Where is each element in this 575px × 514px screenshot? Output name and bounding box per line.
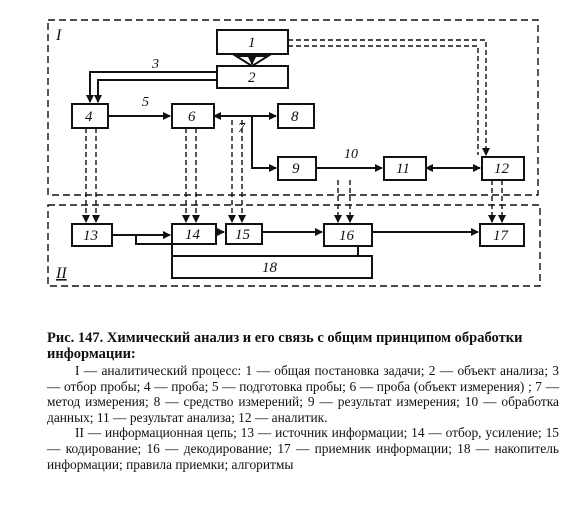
caption-part-2: II — информационная цепь; 13 — источник … xyxy=(47,425,559,472)
box-label-6: 6 xyxy=(188,109,196,125)
arrow-label-7: 7 xyxy=(238,121,246,136)
arrow-label-10: 10 xyxy=(344,147,358,162)
box-6 xyxy=(171,103,215,129)
box-label-9: 9 xyxy=(292,161,300,177)
box-label-16: 16 xyxy=(339,228,355,244)
box-label-11: 11 xyxy=(396,161,410,177)
dash-1-to-12a xyxy=(288,39,490,156)
group-label-lower: II xyxy=(55,265,67,282)
information-flow-diagram: I II 1 2 4 6 8 9 11 12 13 14 15 xyxy=(47,19,541,287)
box-1 xyxy=(216,29,289,55)
arrow-2-to-4-inner xyxy=(94,79,218,103)
box-15 xyxy=(225,223,263,245)
frame-lower xyxy=(47,204,541,287)
box-11 xyxy=(383,156,427,181)
box-label-8: 8 xyxy=(291,109,299,125)
figure-caption: Рис. 147. Химический анализ и его связь … xyxy=(47,330,559,472)
box-13 xyxy=(71,223,113,247)
box-label-18: 18 xyxy=(262,260,278,276)
box-4 xyxy=(71,103,109,129)
box-18 xyxy=(171,255,373,279)
box-label-13: 13 xyxy=(83,228,98,244)
box-label-12: 12 xyxy=(494,161,510,177)
box-label-17: 17 xyxy=(493,228,510,244)
arrow-label-5: 5 xyxy=(142,95,149,110)
box-label-15: 15 xyxy=(235,227,251,243)
box-label-2: 2 xyxy=(248,70,256,86)
box-9 xyxy=(277,156,317,181)
arrow-label-3: 3 xyxy=(151,57,159,72)
box-label-14: 14 xyxy=(185,227,201,243)
box-17 xyxy=(479,223,525,247)
frame-upper xyxy=(47,19,539,196)
box-14 xyxy=(171,223,217,245)
arrow-1-to-2-wide xyxy=(232,55,272,68)
box-label-4: 4 xyxy=(85,109,93,125)
box-label-1: 1 xyxy=(248,35,256,51)
group-label-upper: I xyxy=(55,27,62,44)
box-8 xyxy=(277,103,315,129)
caption-part-1: I — аналитический процесс: 1 — общая пос… xyxy=(47,363,559,425)
caption-heading: Рис. 147. Химический анализ и его связь … xyxy=(47,330,523,362)
arrow-2-to-4 xyxy=(86,71,218,103)
arrow-6-to-9 xyxy=(251,116,277,172)
box-12 xyxy=(481,156,525,181)
dash-1-to-12b xyxy=(288,45,479,155)
box-16 xyxy=(323,223,373,247)
box-2 xyxy=(216,65,289,89)
arrow-18-to-14 xyxy=(135,236,173,256)
